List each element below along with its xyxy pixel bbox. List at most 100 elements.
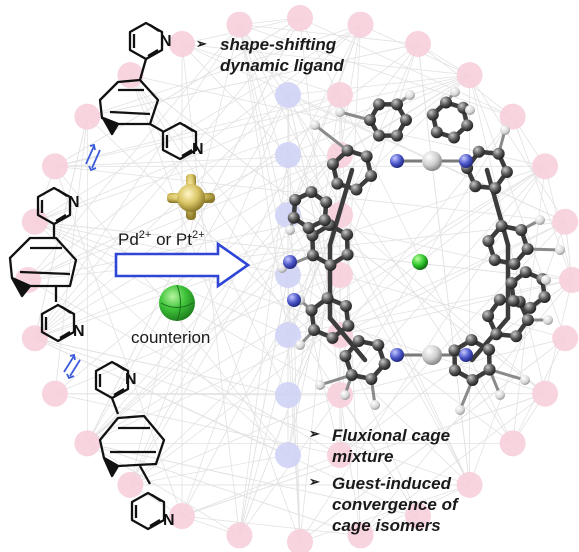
- network-edge: [360, 279, 573, 536]
- n-label: N: [125, 371, 137, 388]
- cage-atom: [283, 255, 297, 269]
- cage-atom: [489, 182, 502, 195]
- network-node: [275, 82, 301, 108]
- network-edge: [239, 24, 289, 276]
- network-edge: [87, 24, 361, 118]
- cage-atom: [488, 253, 501, 266]
- cage-atom: [555, 245, 565, 255]
- cage-atom: [339, 299, 352, 312]
- network-edge: [34, 74, 470, 339]
- cage-atom: [287, 293, 301, 307]
- cage-atom: [492, 147, 505, 160]
- network-edge: [299, 484, 470, 543]
- equilibrium-arrow-bottom: [63, 353, 81, 380]
- network-edge: [339, 274, 566, 339]
- network-edge: [130, 394, 341, 486]
- counterion-icon: [159, 284, 195, 322]
- network-edge: [339, 214, 546, 394]
- network-edge: [287, 154, 470, 486]
- network-edge: [86, 17, 301, 444]
- cage-atom: [345, 368, 358, 381]
- network-edge: [54, 17, 301, 167]
- network-edge: [34, 337, 289, 396]
- cage-atom: [430, 126, 443, 139]
- cage-atom: [426, 108, 439, 121]
- network-edge: [181, 214, 341, 517]
- metal-charge: 2+: [192, 229, 205, 241]
- cage-bond: [327, 315, 368, 363]
- network-node: [327, 82, 353, 108]
- network-edge: [54, 393, 289, 396]
- cage-atom: [391, 129, 403, 142]
- n-label: N: [192, 141, 204, 158]
- network-edge: [181, 43, 470, 76]
- network-node: [275, 442, 301, 468]
- cage-atom: [447, 131, 460, 144]
- cage-atom: [365, 372, 378, 385]
- network-edge: [287, 94, 470, 486]
- network-edge: [469, 74, 566, 222]
- network-edge: [34, 221, 289, 336]
- cage-atom: [360, 150, 373, 163]
- network-edge: [287, 334, 301, 543]
- cage-atom: [440, 96, 453, 109]
- network-background: [15, 5, 579, 552]
- cage-atom: [459, 348, 473, 362]
- cage-atom: [302, 221, 315, 234]
- ligand-top: [98, 21, 198, 161]
- network-edge: [181, 393, 546, 517]
- network-edge: [469, 221, 566, 485]
- network-node: [275, 322, 301, 348]
- cage-atom: [483, 363, 496, 376]
- cage-atom: [342, 319, 355, 332]
- n-label: N: [68, 194, 80, 211]
- cage-atom: [305, 186, 318, 199]
- network-edge: [339, 43, 419, 276]
- network-node: [117, 62, 144, 89]
- cage-bond: [327, 167, 355, 248]
- cage-atom: [520, 375, 530, 385]
- cage-atom: [543, 315, 553, 325]
- cage-atom: [500, 165, 513, 178]
- network-edge: [54, 166, 183, 517]
- cage-atom: [295, 340, 305, 350]
- ligand-structures: [8, 21, 198, 531]
- cage-atom: [459, 154, 473, 168]
- network-edge: [239, 24, 470, 486]
- reaction-arrow: [114, 241, 251, 289]
- cage-atom: [390, 154, 404, 168]
- network-edge: [181, 43, 289, 156]
- metal-label-or-pt: or Pt: [151, 230, 192, 249]
- cage-atom: [519, 266, 532, 279]
- network-node: [275, 382, 301, 408]
- network-node: [559, 267, 579, 293]
- cage-atom: [422, 345, 442, 365]
- metal-label: Pd2+ or Pt2+: [118, 229, 205, 249]
- network-node: [456, 471, 483, 498]
- cage-atom: [541, 275, 551, 285]
- cage-atom: [465, 334, 478, 347]
- ligand-bottom: [94, 360, 166, 531]
- network-edge: [181, 454, 341, 517]
- ligand-middle: [8, 186, 78, 343]
- network-edge: [87, 443, 240, 536]
- equilibrium-arrow-top: [85, 143, 101, 172]
- network-edge: [181, 43, 341, 96]
- network-edge: [130, 74, 419, 517]
- metal-label-pd: Pd: [118, 230, 139, 249]
- cage-atom: [495, 220, 508, 233]
- bullet-2-text: cage isomers: [332, 516, 441, 535]
- network-node: [41, 380, 68, 407]
- counterion-label: counterion: [131, 328, 210, 347]
- network-edge: [339, 166, 546, 396]
- bullet-2-text: Guest-induced: [332, 474, 452, 493]
- cage-atom: [400, 114, 412, 126]
- cage-atom: [493, 293, 506, 306]
- ligand-title: shape-shifting: [220, 35, 337, 54]
- cage-bond: [313, 123, 350, 152]
- cage-atom: [305, 304, 318, 317]
- network-node: [226, 522, 253, 549]
- network-edge: [287, 214, 419, 517]
- n-label: N: [163, 512, 175, 529]
